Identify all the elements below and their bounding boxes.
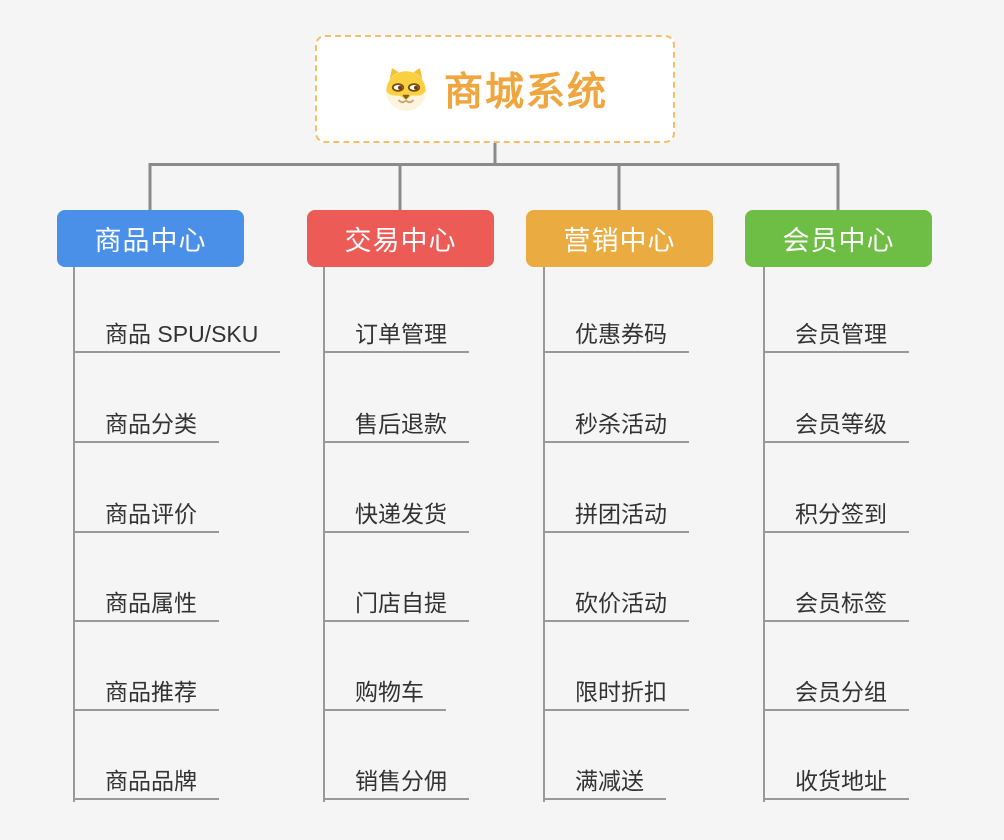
leaf-node[interactable]: 商品 SPU/SKU <box>73 313 281 353</box>
leaf-node[interactable]: 商品属性 <box>73 582 219 622</box>
leaf-node[interactable]: 优惠券码 <box>543 313 689 353</box>
leaf-node[interactable]: 会员管理 <box>763 313 909 353</box>
leaf-column-trade-center: 订单管理 售后退款 快递发货 门店自提 购物车 销售分佣 <box>323 267 469 802</box>
leaf-node[interactable]: 售后退款 <box>323 403 469 443</box>
leaf-node[interactable]: 积分签到 <box>763 493 909 533</box>
leaf-column-product-center: 商品 SPU/SKU 商品分类 商品评价 商品属性 商品推荐 商品品牌 <box>73 267 281 802</box>
leaf-node[interactable]: 会员分组 <box>763 671 909 711</box>
leaf-node[interactable]: 满减送 <box>543 760 666 800</box>
root-title: 商城系统 <box>443 71 608 114</box>
branch-label: 会员中心 <box>782 226 895 256</box>
leaf-node[interactable]: 订单管理 <box>323 313 469 353</box>
branch-label: 商品中心 <box>94 226 207 256</box>
branch-node-product-center[interactable]: 商品中心 <box>57 210 244 267</box>
branch-label: 交易中心 <box>344 226 457 256</box>
leaf-node[interactable]: 商品推荐 <box>73 671 219 711</box>
leaf-node[interactable]: 商品分类 <box>73 403 219 443</box>
leaf-node[interactable]: 限时折扣 <box>543 671 689 711</box>
branch-node-trade-center[interactable]: 交易中心 <box>307 210 494 267</box>
root-node-mall-system[interactable]: 商城系统 <box>315 35 675 143</box>
leaf-node[interactable]: 拼团活动 <box>543 493 689 533</box>
leaf-column-marketing-center: 优惠券码 秒杀活动 拼团活动 砍价活动 限时折扣 满减送 <box>543 267 689 802</box>
leaf-node[interactable]: 会员标签 <box>763 582 909 622</box>
branch-label: 营销中心 <box>563 226 676 256</box>
leaf-node[interactable]: 购物车 <box>323 671 446 711</box>
leaf-node[interactable]: 快递发货 <box>323 493 469 533</box>
branch-node-member-center[interactable]: 会员中心 <box>745 210 932 267</box>
dog-face-icon <box>385 68 426 111</box>
leaf-node[interactable]: 门店自提 <box>323 582 469 622</box>
leaf-node[interactable]: 销售分佣 <box>323 760 469 800</box>
branch-node-marketing-center[interactable]: 营销中心 <box>526 210 713 267</box>
leaf-column-member-center: 会员管理 会员等级 积分签到 会员标签 会员分组 收货地址 <box>763 267 909 802</box>
leaf-node[interactable]: 砍价活动 <box>543 582 689 622</box>
leaf-node[interactable]: 秒杀活动 <box>543 403 689 443</box>
leaf-node[interactable]: 商品评价 <box>73 493 219 533</box>
leaf-node[interactable]: 收货地址 <box>763 760 909 800</box>
leaf-node[interactable]: 会员等级 <box>763 403 909 443</box>
leaf-node[interactable]: 商品品牌 <box>73 760 219 800</box>
